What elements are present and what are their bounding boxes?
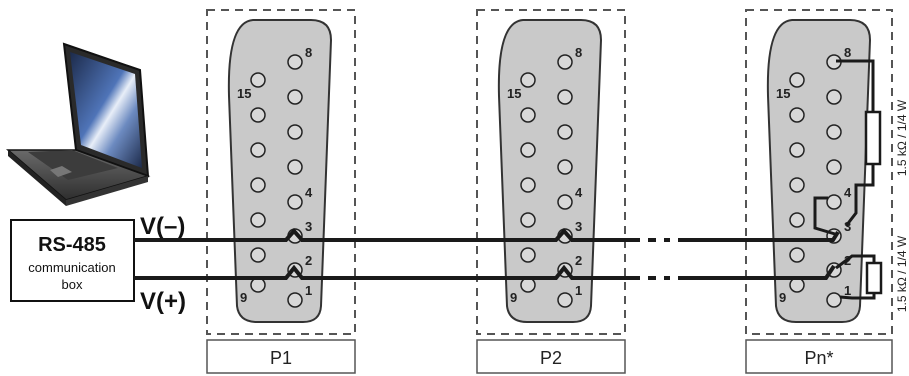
- pin-number: 2: [575, 253, 582, 268]
- connector-label-pn: Pn*: [804, 348, 833, 368]
- pin-number: 15: [776, 86, 790, 101]
- pin-number: 4: [844, 185, 852, 200]
- pin-hole: [250, 72, 266, 88]
- pin-hole: [287, 124, 303, 140]
- bus-wires: [134, 227, 840, 280]
- pin-hole: [826, 194, 842, 210]
- pin-hole: [250, 277, 266, 293]
- pin-hole: [557, 124, 573, 140]
- resistor-lower: [865, 261, 883, 295]
- pin-hole: [520, 72, 536, 88]
- pin-hole: [826, 89, 842, 105]
- resistor-upper-label: 1.5 kΩ / 1/4 W: [895, 99, 909, 176]
- pin-hole: [520, 277, 536, 293]
- pin-hole: [520, 177, 536, 193]
- pin-number: 1: [575, 283, 582, 298]
- pin-hole: [826, 159, 842, 175]
- rs485-comm-box: RS-485 communication box: [10, 219, 135, 302]
- pin-hole: [250, 247, 266, 263]
- pin-hole: [520, 212, 536, 228]
- pin-hole: [557, 292, 573, 308]
- v-minus-label: V(–): [140, 213, 185, 240]
- pin-hole: [287, 89, 303, 105]
- pin-number: 1: [844, 283, 851, 298]
- pin-hole: [789, 277, 805, 293]
- connector-label-p2: P2: [540, 348, 562, 368]
- pin-number: 3: [844, 219, 851, 234]
- pin-hole: [520, 142, 536, 158]
- pin-hole: [520, 247, 536, 263]
- comm-box-line2: box: [62, 277, 83, 292]
- pin-hole: [789, 212, 805, 228]
- pin-number: 1: [305, 283, 312, 298]
- pin-hole: [789, 247, 805, 263]
- pin-hole: [789, 142, 805, 158]
- pin-number: 3: [305, 219, 312, 234]
- comm-box-line1: communication: [28, 260, 115, 275]
- pin-hole: [826, 292, 842, 308]
- pin-number: 2: [305, 253, 312, 268]
- pin-hole: [789, 107, 805, 123]
- pin-hole: [789, 177, 805, 193]
- pin-number: 8: [575, 45, 582, 60]
- connector-label-p1: P1: [270, 348, 292, 368]
- pin-hole: [520, 107, 536, 123]
- pin-number: 3: [575, 219, 582, 234]
- pin-hole: [789, 72, 805, 88]
- pin-number: 15: [507, 86, 521, 101]
- connector-p1: P1: [206, 9, 356, 374]
- pin-hole: [250, 177, 266, 193]
- connector-pn: Pn*: [745, 9, 893, 374]
- pin-hole: [557, 159, 573, 175]
- laptop-icon: [5, 42, 151, 206]
- pin-number: 9: [779, 290, 786, 305]
- pin-number: 9: [240, 290, 247, 305]
- pin-hole: [287, 194, 303, 210]
- pin-number: 4: [575, 185, 583, 200]
- pin-hole: [287, 54, 303, 70]
- pin-hole: [557, 194, 573, 210]
- pin-hole: [826, 124, 842, 140]
- resistor-lower-label: 1.5 kΩ / 1/4 W: [895, 235, 909, 312]
- pin-hole: [287, 292, 303, 308]
- pin-number: 4: [305, 185, 313, 200]
- pin-number: 8: [305, 45, 312, 60]
- pin-hole: [250, 107, 266, 123]
- termination-wiring: [813, 59, 876, 300]
- connector-p2: P2: [476, 9, 626, 374]
- pin-number: 15: [237, 86, 251, 101]
- pin-hole: [250, 142, 266, 158]
- pin-hole: [287, 159, 303, 175]
- pin-hole: [557, 89, 573, 105]
- comm-box-title: RS-485: [38, 234, 106, 256]
- pin-hole: [557, 54, 573, 70]
- pin-number: 9: [510, 290, 517, 305]
- pin-number: 8: [844, 45, 851, 60]
- pin-hole: [250, 212, 266, 228]
- v-plus-label: V(+): [140, 288, 186, 315]
- resistor-upper: [864, 110, 882, 166]
